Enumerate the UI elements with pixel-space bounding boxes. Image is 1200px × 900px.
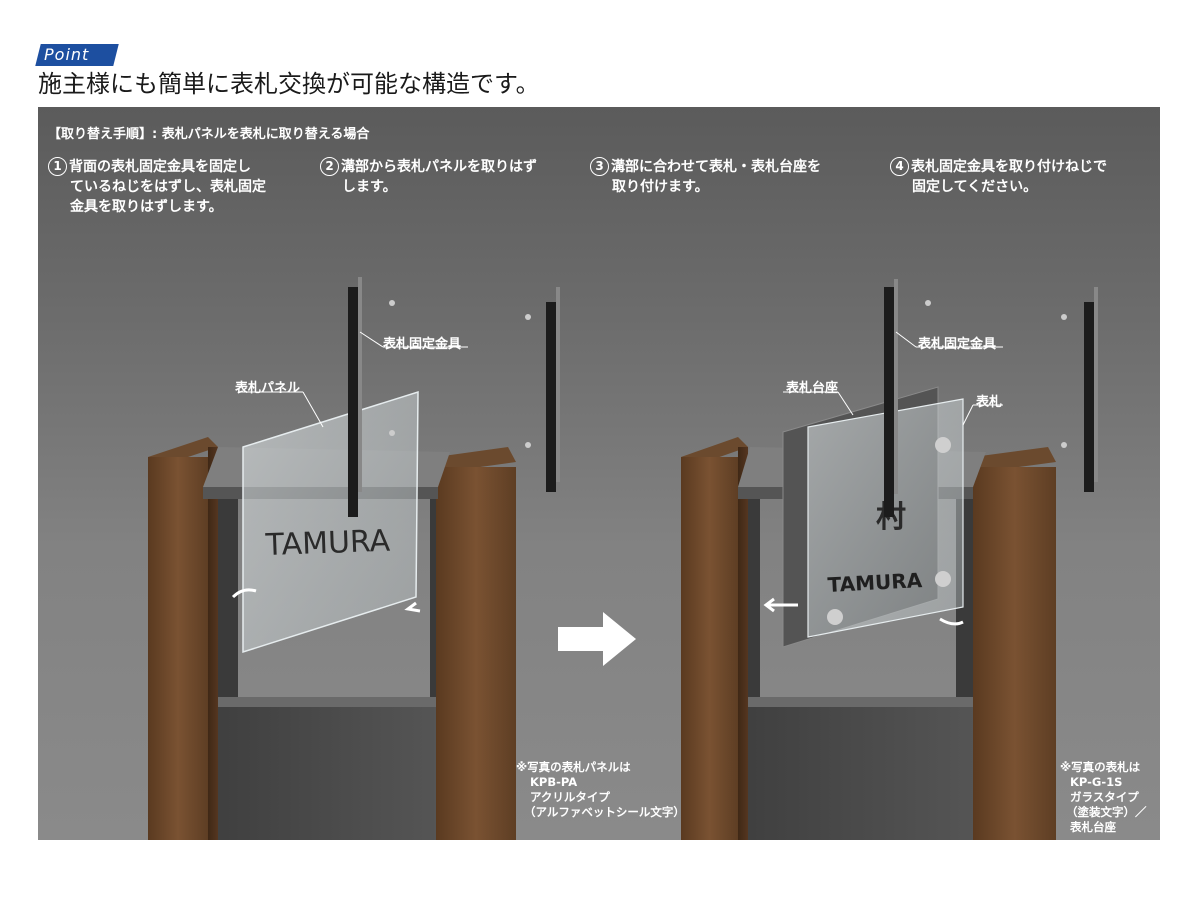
step-1-number: 1	[48, 157, 67, 176]
next-step-arrow	[558, 612, 636, 666]
note-left: ※写真の表札パネルは KPB-PA アクリルタイプ （アルファベットシール文字）	[516, 760, 685, 819]
left-post-assembly: TAMURA	[148, 277, 560, 840]
label-right-plate: 表札	[976, 395, 1003, 410]
installation-illustration: TAMURA	[148, 277, 1098, 840]
note-right: ※写真の表札は KP-G-1S ガラスタイプ （塗装文字）／ 表札台座	[1060, 760, 1147, 834]
label-right-bracket: 表札固定金具	[918, 337, 997, 352]
step-4-number: 4	[890, 157, 909, 176]
left-plate-text: TAMURA	[264, 524, 391, 563]
label-right-base: 表札台座	[786, 381, 839, 396]
right-post-assembly: 村 TAMURA	[681, 279, 1098, 840]
point-badge-label: Point	[44, 45, 90, 64]
instruction-panel: TAMURA	[38, 107, 1160, 840]
step-2-number: 2	[320, 157, 339, 176]
label-left-bracket: 表札固定金具	[383, 337, 462, 352]
procedure-title: 【取り替え手順】: 表札パネルを表札に取り替える場合	[48, 127, 370, 142]
label-left-panel: 表札パネル	[235, 381, 301, 396]
right-plate-text: TAMURA	[827, 568, 923, 597]
step-3-number: 3	[590, 157, 609, 176]
page-headline: 施主様にも簡単に表札交換が可能な構造です。	[38, 70, 540, 98]
